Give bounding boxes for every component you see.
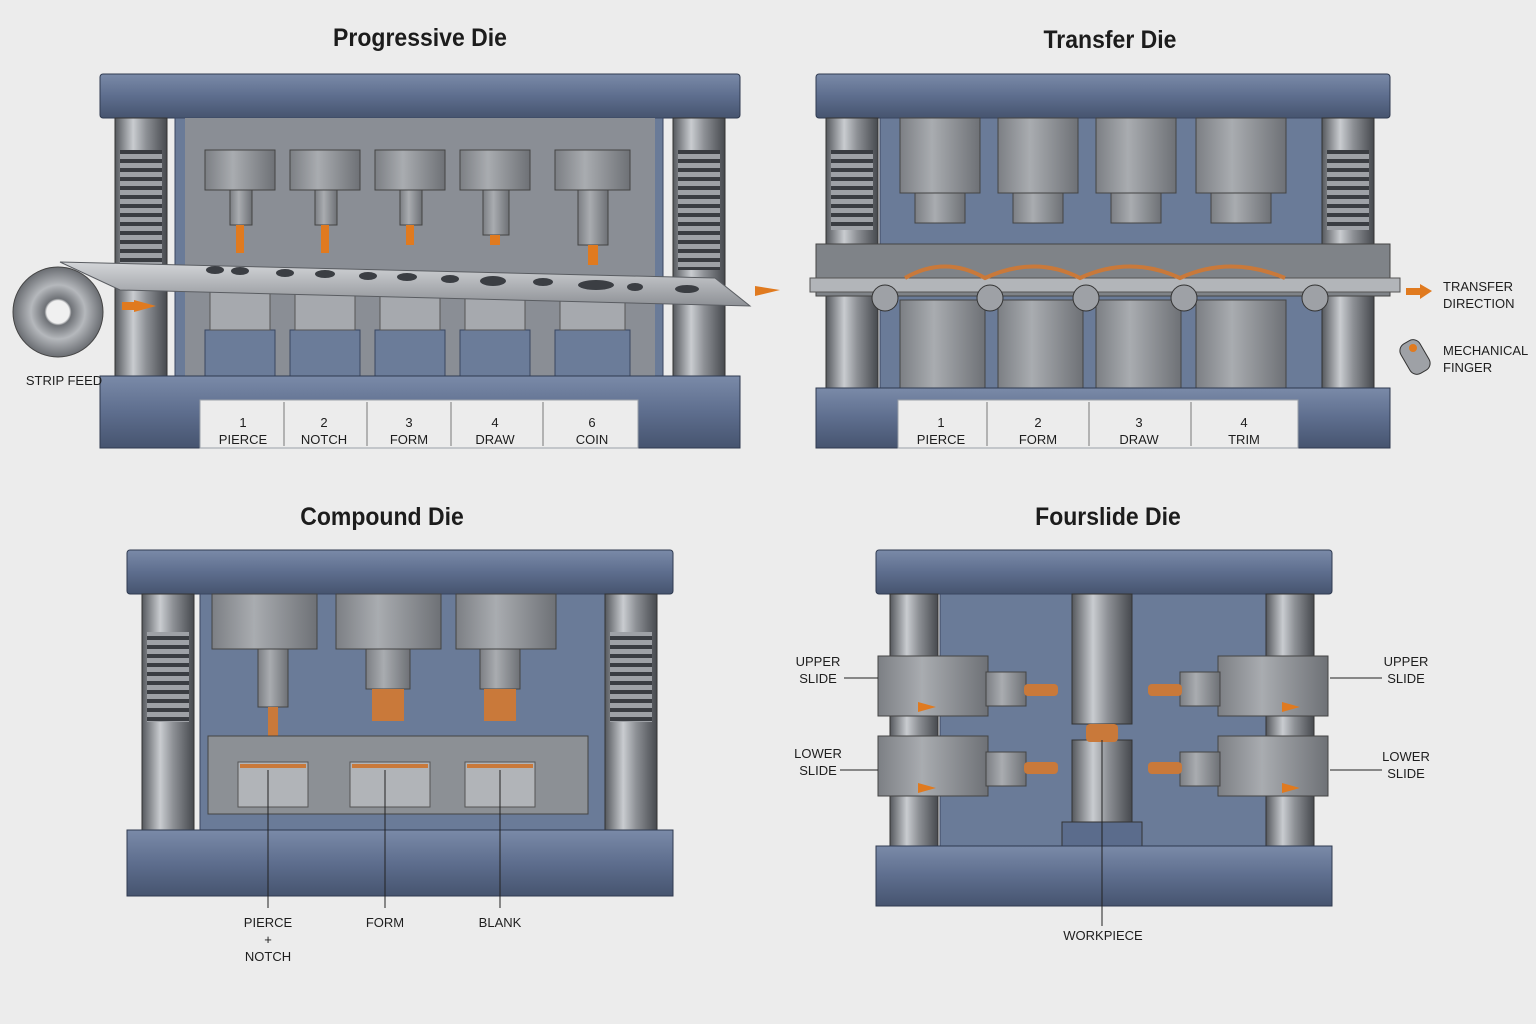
station-number: 3 <box>405 415 413 430</box>
workpiece-label: WORKPIECE <box>1063 928 1143 943</box>
compound-die <box>126 549 674 908</box>
mechanical-finger-legend: MECHANICAL FINGER <box>1443 342 1533 376</box>
label-text: UPPER <box>795 654 841 669</box>
lower-slide-left-label: LOWER SLIDE <box>788 745 848 779</box>
legend-text: FINGER <box>1443 360 1493 375</box>
transfer-direction-legend: TRANSFER DIRECTION <box>1443 278 1533 312</box>
station-number: 4 <box>491 415 499 430</box>
transfer-station-3: 3 DRAW <box>1104 414 1174 448</box>
lower-slide-right-label: LOWER SLIDE <box>1376 748 1436 782</box>
legend-text: DIRECTION <box>1443 296 1515 311</box>
label-text: UPPER <box>1383 654 1429 669</box>
station-number: 4 <box>1240 415 1248 430</box>
station-number: 1 <box>239 415 247 430</box>
progressive-station-4: 4 DRAW <box>460 414 530 448</box>
form-label: FORM <box>365 915 405 930</box>
transfer-station-2: 2 FORM <box>1003 414 1073 448</box>
upper-slide-right-label: UPPER SLIDE <box>1376 653 1436 687</box>
station-name: COIN <box>575 432 609 447</box>
label-text: LOWER <box>794 746 842 761</box>
station-name: PIERCE <box>218 432 268 447</box>
progressive-station-2: 2 NOTCH <box>289 414 359 448</box>
station-name: DRAW <box>475 432 515 447</box>
pierce-notch-label: PIERCE + NOTCH <box>228 914 308 965</box>
progressive-station-1: 1 PIERCE <box>208 414 278 448</box>
progressive-die <box>12 73 780 449</box>
transfer-station-4: 4 TRIM <box>1209 414 1279 448</box>
strip-feed-label: STRIP FEED <box>25 373 103 388</box>
label-text: SLIDE <box>799 763 837 778</box>
label-text: SLIDE <box>1387 766 1425 781</box>
fourslide-die <box>840 549 1382 926</box>
station-name: TRIM <box>1228 432 1260 447</box>
station-name: NOTCH <box>300 432 348 447</box>
station-number: 2 <box>320 415 328 430</box>
progressive-station-6: 6 COIN <box>557 414 627 448</box>
legend-text: TRANSFER <box>1443 279 1514 294</box>
progressive-station-3: 3 FORM <box>374 414 444 448</box>
progressive-die-title: Progressive Die <box>333 24 507 52</box>
transfer-die-title: Transfer Die <box>1043 26 1177 54</box>
label-text: NOTCH <box>244 949 292 964</box>
blank-label: BLANK <box>478 915 522 930</box>
station-name: FORM <box>389 432 429 447</box>
station-number: 6 <box>588 415 596 430</box>
transfer-station-1: 1 PIERCE <box>906 414 976 448</box>
label-text: LOWER <box>1382 749 1430 764</box>
station-name: PIERCE <box>916 432 966 447</box>
label-text: + <box>264 932 272 947</box>
upper-slide-left-label: UPPER SLIDE <box>788 653 848 687</box>
station-number: 1 <box>937 415 945 430</box>
station-name: DRAW <box>1119 432 1159 447</box>
label-text: SLIDE <box>1387 671 1425 686</box>
label-text: SLIDE <box>799 671 837 686</box>
station-name: FORM <box>1018 432 1058 447</box>
station-number: 2 <box>1034 415 1042 430</box>
transfer-die <box>809 73 1432 449</box>
label-text: PIERCE <box>243 915 293 930</box>
station-number: 3 <box>1135 415 1143 430</box>
fourslide-die-title: Fourslide Die <box>1035 503 1181 531</box>
compound-die-title: Compound Die <box>300 503 464 531</box>
legend-text: MECHANICAL <box>1443 343 1529 358</box>
